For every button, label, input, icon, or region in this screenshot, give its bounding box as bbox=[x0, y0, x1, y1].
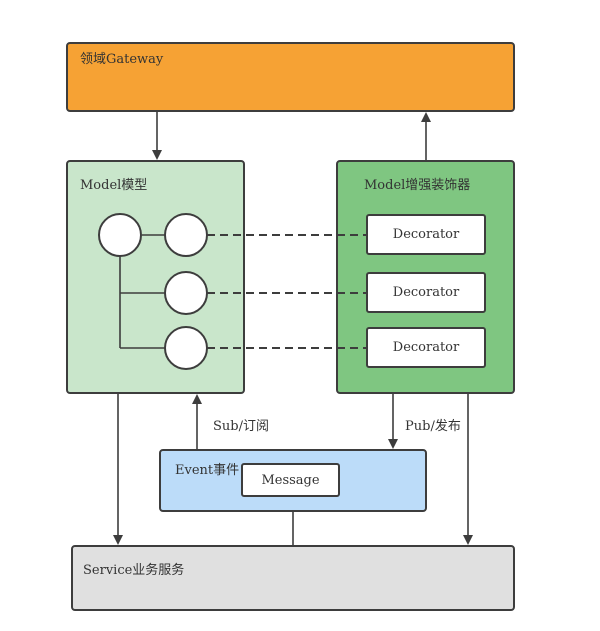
event-label: Event事件 bbox=[175, 463, 240, 478]
message-box: Message bbox=[241, 463, 340, 497]
gateway-box: 领域Gateway bbox=[66, 42, 515, 112]
pub-edge-label: Pub/发布 bbox=[405, 419, 461, 434]
decorator-item-1: Decorator bbox=[366, 214, 486, 255]
model-root-node bbox=[98, 213, 142, 257]
sub-edge-label: Sub/订阅 bbox=[213, 419, 269, 434]
decorator-item-3: Decorator bbox=[366, 327, 486, 368]
model-child-node-2 bbox=[164, 271, 208, 315]
model-box: Model模型 bbox=[66, 160, 245, 394]
service-label: Service业务服务 bbox=[83, 563, 185, 578]
model-label: Model模型 bbox=[80, 178, 148, 193]
model-child-node-3 bbox=[164, 326, 208, 370]
decorator-item-2: Decorator bbox=[366, 272, 486, 313]
model-child-node-1 bbox=[164, 213, 208, 257]
gateway-label: 领域Gateway bbox=[80, 52, 164, 67]
service-box: Service业务服务 bbox=[71, 545, 515, 611]
decorator-group-label: Model增强装饰器 bbox=[364, 178, 471, 193]
